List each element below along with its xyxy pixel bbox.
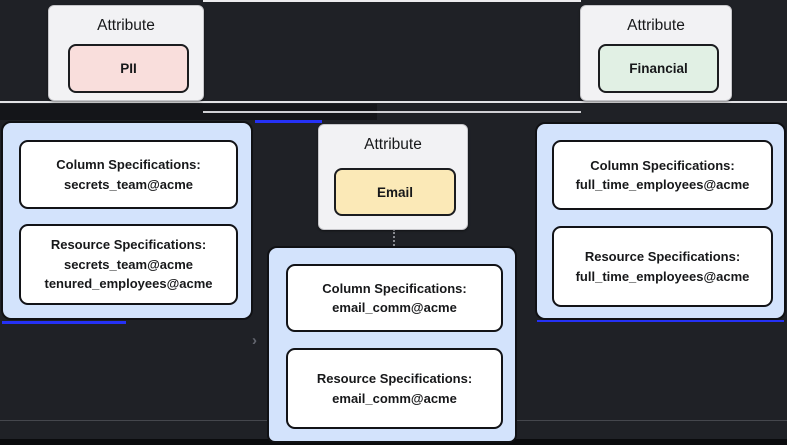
- attribute-chip-email[interactable]: Email: [334, 168, 456, 216]
- spec-value: full_time_employees@acme: [575, 268, 750, 284]
- edge-dark-band: [0, 104, 377, 120]
- edge-line-bottom-left: [0, 420, 267, 421]
- spec-value: secrets_team@acme: [63, 256, 194, 272]
- attribute-chip-pii[interactable]: PII: [68, 44, 189, 93]
- spec-box-title: Resource Specifications:: [50, 237, 207, 253]
- blue-edge-email-top: [255, 120, 322, 123]
- attribute-node-email[interactable]: Attribute Email: [318, 124, 468, 230]
- spec-group-email-comm[interactable]: Column Specifications: email_comm@acme R…: [267, 246, 517, 443]
- spec-value: tenured_employees@acme: [44, 276, 213, 292]
- spec-box-title: Resource Specifications:: [316, 371, 473, 386]
- spec-group-secrets-team[interactable]: Column Specifications: secrets_team@acme…: [1, 121, 253, 320]
- attribute-node-financial[interactable]: Attribute Financial: [580, 5, 732, 101]
- spec-value: full_time_employees@acme: [575, 177, 750, 192]
- email-to-group-connector: [393, 229, 395, 246]
- resource-specifications-box[interactable]: Resource Specifications: secrets_team@ac…: [19, 224, 238, 305]
- spec-value: secrets_team@acme: [63, 176, 194, 192]
- attribute-chip-label: Email: [376, 184, 414, 200]
- spec-box-title: Column Specifications:: [590, 157, 735, 173]
- attribute-chip-financial[interactable]: Financial: [598, 44, 719, 93]
- spec-value: email_comm@acme: [332, 390, 457, 406]
- spec-box-title: Column Specifications:: [322, 280, 467, 296]
- attribute-chip-label: Financial: [629, 61, 688, 76]
- attribute-node-title: Attribute: [627, 17, 685, 34]
- attribute-chip-label: PII: [120, 61, 137, 76]
- arrowhead-icon: ›: [252, 332, 257, 349]
- column-specifications-box[interactable]: Column Specifications: full_time_employe…: [552, 140, 773, 210]
- edge-line-top: [203, 0, 581, 2]
- attribute-node-pii[interactable]: Attribute PII: [48, 5, 204, 101]
- edge-line-middle-short: [203, 111, 581, 113]
- spec-box-title: Column Specifications:: [56, 157, 201, 172]
- blue-edge-left-bottom: [2, 321, 126, 324]
- spec-value: email_comm@acme: [332, 300, 457, 315]
- column-specifications-box[interactable]: Column Specifications: secrets_team@acme: [19, 140, 238, 209]
- attribute-node-title: Attribute: [97, 17, 155, 34]
- attribute-node-title: Attribute: [364, 136, 422, 153]
- blue-edge-right-bottom: [537, 320, 784, 322]
- edge-line-bottom-right: [517, 420, 787, 421]
- resource-specifications-box[interactable]: Resource Specifications: full_time_emplo…: [552, 226, 773, 307]
- edge-line-middle: [0, 101, 787, 103]
- spec-box-title: Resource Specifications:: [584, 249, 741, 264]
- resource-specifications-box[interactable]: Resource Specifications: email_comm@acme: [286, 348, 503, 429]
- column-specifications-box[interactable]: Column Specifications: email_comm@acme: [286, 264, 503, 332]
- spec-group-full-time-employees[interactable]: Column Specifications: full_time_employe…: [535, 122, 786, 320]
